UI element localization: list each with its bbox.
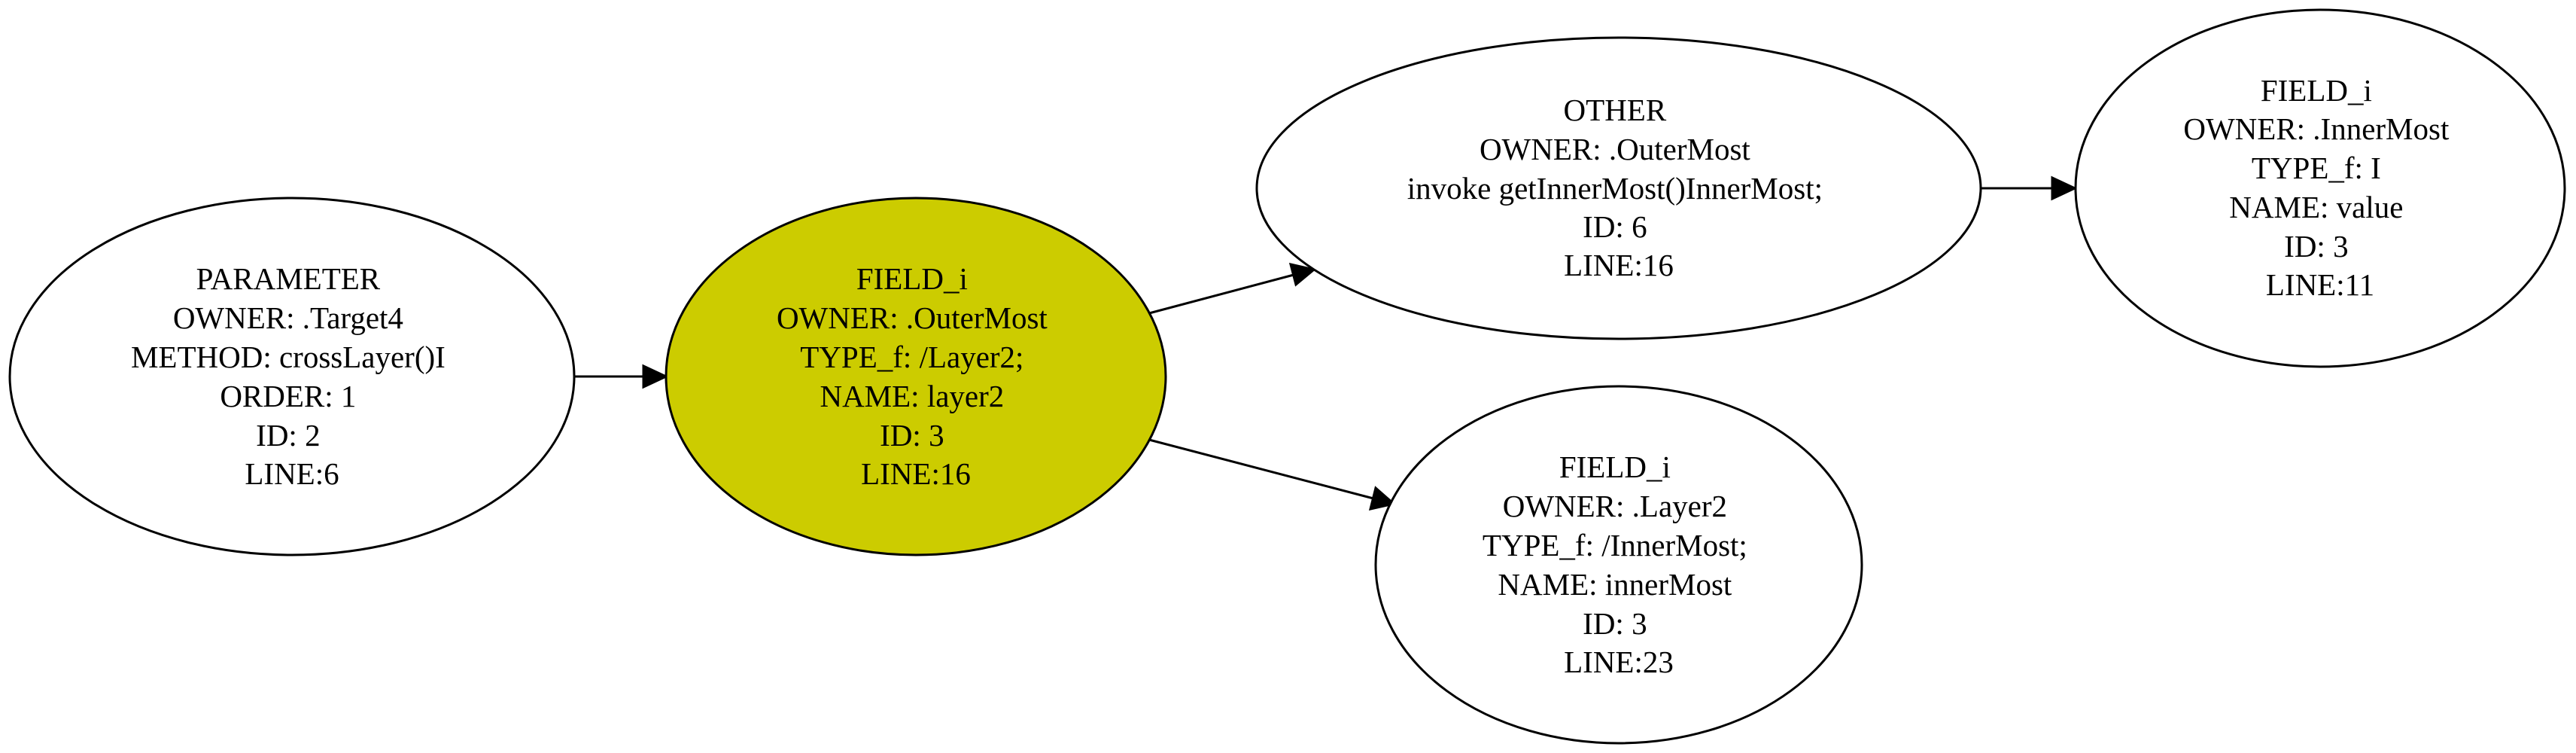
- node-field-layer2-label: FIELD_i OWNER: .Layer2 TYPE_f: /InnerMos…: [1483, 450, 1755, 679]
- node-other-label: OTHER OWNER: .OuterMost invoke getInnerM…: [1407, 93, 1831, 282]
- edge-other-to-field-inner: [1981, 175, 2078, 201]
- node-parameter: PARAMETER OWNER: .Target4 METHOD: crossL…: [8, 197, 576, 556]
- node-parameter-label: PARAMETER OWNER: .Target4 METHOD: crossL…: [131, 261, 453, 491]
- edge-param-to-field-outer: [574, 364, 669, 389]
- edge-field-outer-to-other: [1148, 262, 1317, 315]
- node-field-innermost: FIELD_i OWNER: .InnerMost TYPE_f: I NAME…: [2074, 8, 2566, 368]
- node-field-layer2: FIELD_i OWNER: .Layer2 TYPE_f: /InnerMos…: [1374, 385, 1863, 745]
- node-field-outermost: FIELD_i OWNER: .OuterMost TYPE_f: /Layer…: [665, 197, 1167, 556]
- edge-field-outer-to-field-layer2: [1148, 438, 1397, 511]
- node-field-innermost-label: FIELD_i OWNER: .InnerMost TYPE_f: I NAME…: [2183, 73, 2456, 302]
- node-other: OTHER OWNER: .OuterMost invoke getInnerM…: [1255, 36, 1982, 340]
- node-field-outermost-label: FIELD_i OWNER: .OuterMost TYPE_f: /Layer…: [777, 261, 1055, 491]
